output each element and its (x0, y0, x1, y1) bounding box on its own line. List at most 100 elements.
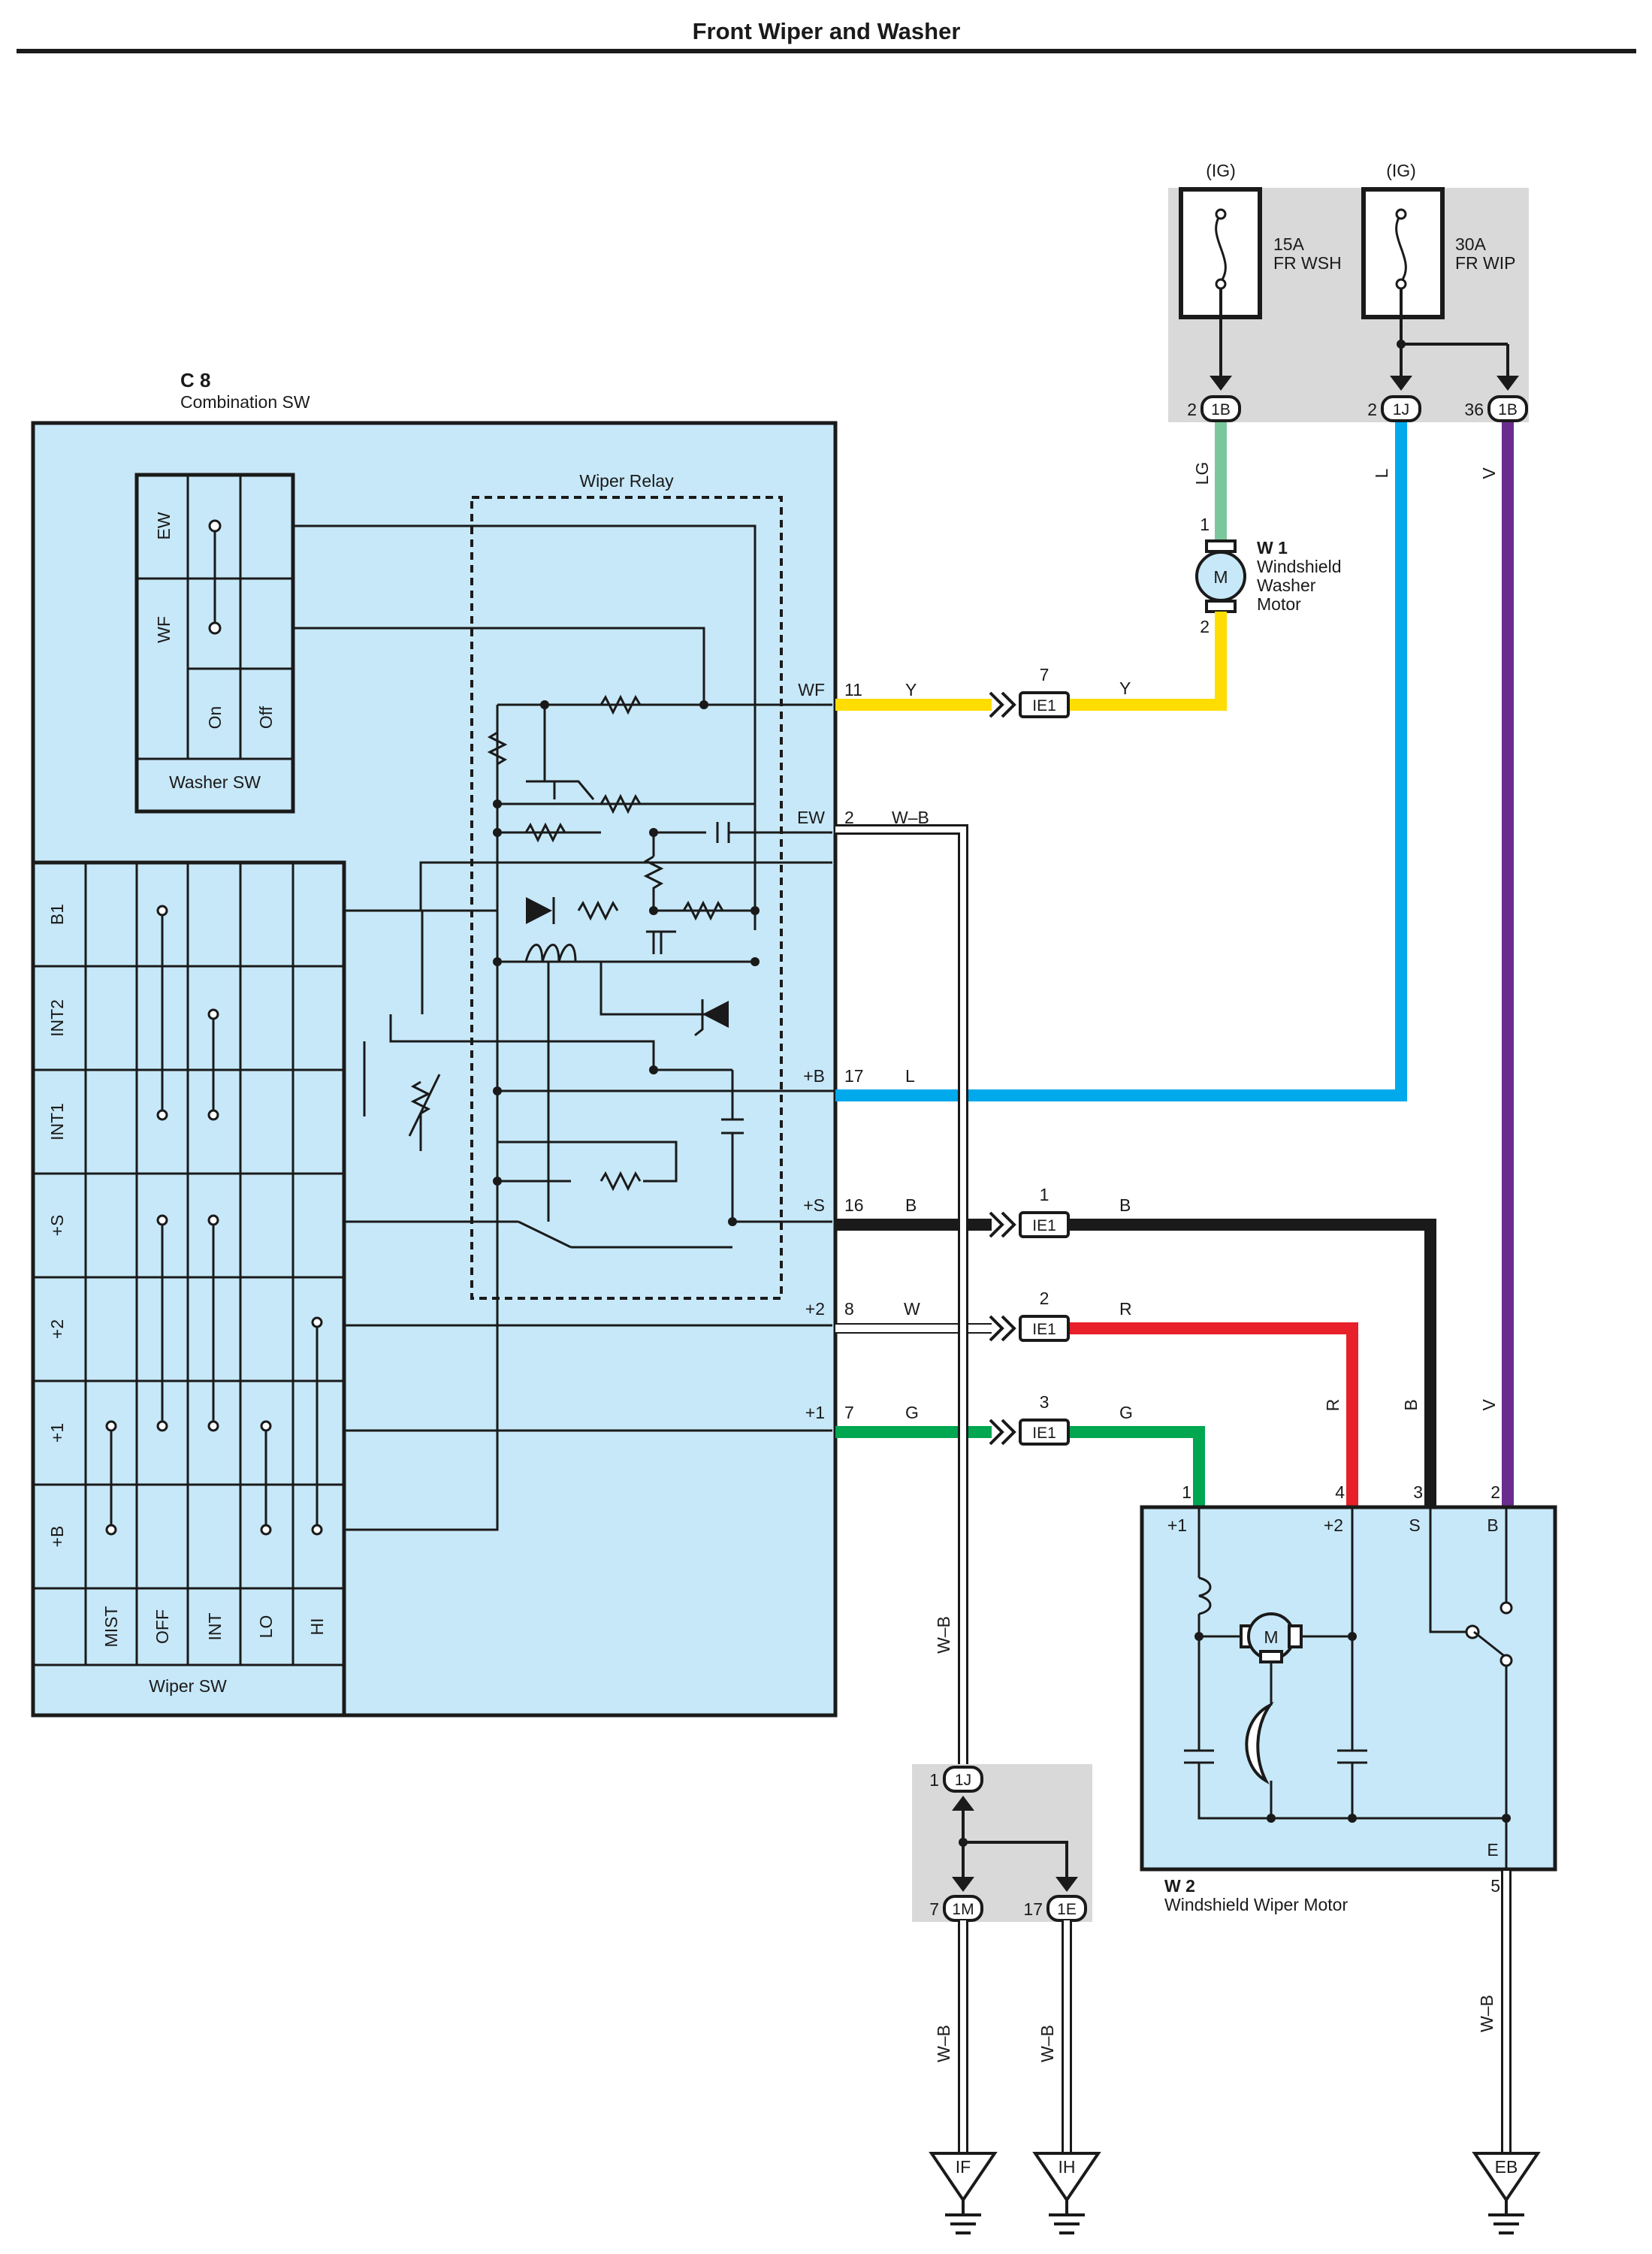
wire-g-right (1067, 1426, 1205, 1509)
wiper-motor-term-b: B (1487, 1515, 1498, 1535)
ie1-pin-1 (1019, 1211, 1070, 1238)
svg-text:IF: IF (956, 2157, 971, 2177)
wire-r-label: R (1119, 1299, 1132, 1319)
wire-wb-ew (835, 826, 966, 1764)
fuse-wsh-rating: 15A (1273, 234, 1305, 254)
ie1-pin-7 (1019, 691, 1070, 718)
wire-r-lower-label: R (1323, 1399, 1342, 1412)
wire-g-label: G (1119, 1403, 1133, 1422)
wiper-motor-term-1: +1 (1167, 1515, 1187, 1535)
wire-l-label: L (1372, 468, 1391, 478)
connector-1b-wip (1487, 395, 1528, 422)
fuse-wip-element (1395, 213, 1407, 283)
ground-eb: EB (1472, 2152, 1541, 2234)
fuse-wsh-supply: (IG) (1206, 161, 1236, 180)
wiper-row-1: +1 (47, 1423, 67, 1443)
wiper-motor-pin-3: 3 (1413, 1482, 1423, 1502)
svg-text:1J: 1J (955, 1772, 971, 1789)
washer-switch: EW WF On Off Washer SW (134, 473, 295, 814)
connector-1j-junction (943, 1766, 983, 1793)
fuse-wsh-name: FR WSH (1273, 253, 1342, 273)
svg-text:IH: IH (1059, 2157, 1076, 2177)
svg-text:1M: 1M (952, 1901, 974, 1918)
svg-text:1E: 1E (1057, 1901, 1077, 1918)
svg-text:IE1: IE1 (1032, 1217, 1056, 1234)
wiper-motor-pin-4: 4 (1335, 1482, 1345, 1502)
wiper-motor-term-e: E (1487, 1840, 1498, 1860)
wiper-row-2: +2 (47, 1319, 67, 1339)
wiper-motor-pin-1: 1 (1182, 1482, 1191, 1502)
wiper-pos-mist: MIST (101, 1606, 121, 1648)
wire-v-label: V (1479, 467, 1499, 479)
washer-motor-code: W 1 (1257, 538, 1288, 557)
svg-text:1B: 1B (1498, 401, 1518, 418)
wiper-motor-term-s: S (1409, 1515, 1420, 1535)
terminal-b-pin: 17 (844, 1066, 864, 1086)
svg-text:2: 2 (1187, 400, 1197, 419)
terminal-ew-wire: W–B (892, 808, 929, 827)
svg-text:IE1: IE1 (1032, 1321, 1056, 1338)
fuse-wsh-element (1215, 213, 1227, 283)
fuse-wip-rating: 30A (1455, 234, 1487, 254)
wire-l (835, 422, 1407, 1101)
svg-text:M: M (1213, 567, 1228, 587)
combination-sw-name: Combination SW (180, 392, 310, 412)
wire-wb-eb-label: W–B (1477, 1995, 1496, 2032)
wiper-motor-name: Windshield Wiper Motor (1164, 1895, 1348, 1914)
wire-r (1067, 1322, 1358, 1509)
washer-motor-symbol (1195, 551, 1246, 602)
wiper-row-int1: INT1 (47, 1103, 67, 1141)
washer-motor-pin-2: 2 (1200, 617, 1210, 636)
wiper-row-b1: B1 (47, 904, 67, 925)
svg-text:M: M (1264, 1627, 1278, 1647)
wiper-motor: 1 4 3 2 +1 +2 S B E M (1140, 1482, 1557, 1914)
fuse-wip-name: FR WIP (1455, 253, 1516, 273)
terminal-wf-name: WF (798, 680, 825, 699)
svg-text:IE1: IE1 (1032, 697, 1056, 715)
svg-text:2: 2 (1367, 400, 1377, 419)
terminal-wf-wire: Y (905, 680, 917, 699)
wiper-pos-int: INT (205, 1612, 225, 1640)
svg-text:36: 36 (1464, 400, 1484, 419)
ie1-pin-3 (1019, 1419, 1070, 1446)
wiper-sw-label: Wiper SW (149, 1676, 227, 1696)
ie1-connectors: IE1 7 IE1 1 IE1 2 IE1 3 (989, 665, 1070, 1446)
wiper-row-b: +B (47, 1526, 67, 1548)
wiper-row-int2: INT2 (47, 999, 67, 1037)
svg-text:1J: 1J (1393, 401, 1409, 418)
terminal-1-pin: 7 (844, 1403, 854, 1422)
fuse-wip-supply: (IG) (1386, 161, 1416, 180)
terminal-b-wire: L (905, 1066, 915, 1086)
wire-lg-label: LG (1192, 462, 1212, 485)
wiper-switch: B1 INT2 INT1 +S +2 +1 +B MIST OFF INT LO… (31, 860, 346, 1718)
wiper-motor-pin-5: 5 (1490, 1876, 1500, 1896)
relay-zener (694, 999, 729, 1037)
terminal-s-wire: B (905, 1195, 917, 1215)
ie1-pin-2 (1019, 1315, 1070, 1342)
ground-junction: 1J 1 1M 7 1E 17 (912, 1764, 1092, 1922)
wiper-pos-hi: HI (307, 1618, 327, 1636)
wire-b-right (1067, 1219, 1436, 1509)
page-title: Front Wiper and Washer (693, 18, 961, 44)
washer-row-wf: WF (154, 616, 174, 643)
wire-v-lower-label: V (1479, 1399, 1499, 1411)
terminal-2-name: +2 (805, 1299, 825, 1319)
fuse-wip-body (1361, 187, 1445, 319)
wire-wb-ih-label: W–B (1037, 2025, 1057, 2062)
svg-text:7: 7 (929, 1899, 939, 1919)
connector-1b-wsh (1200, 395, 1241, 422)
combination-sw-code: C 8 (180, 369, 210, 391)
svg-text:EB: EB (1495, 2157, 1518, 2177)
svg-text:IE1: IE1 (1032, 1425, 1056, 1442)
wiper-motor-pin-2: 2 (1490, 1482, 1500, 1502)
svg-text:1B: 1B (1211, 401, 1231, 418)
washer-motor-name-3: Motor (1257, 594, 1301, 614)
svg-text:1: 1 (929, 1770, 939, 1790)
wiper-row-s: +S (47, 1215, 67, 1237)
ground-if: IF (929, 2152, 998, 2234)
wire-y-label: Y (1119, 678, 1131, 698)
relay-junctions (493, 700, 760, 1226)
wiper-pos-lo: LO (256, 1615, 276, 1639)
washer-motor-pin-1: 1 (1200, 515, 1210, 534)
washer-motor-name-1: Windshield (1257, 557, 1342, 576)
